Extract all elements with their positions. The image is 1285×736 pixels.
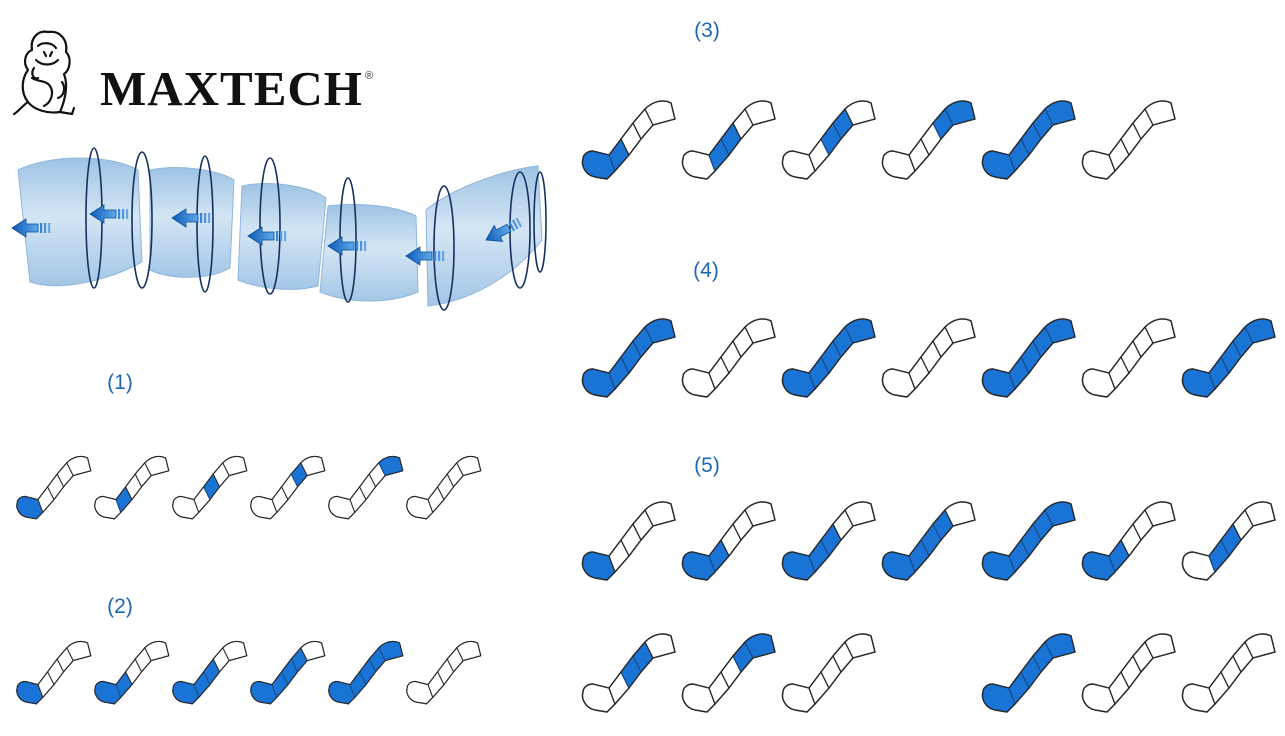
boot-outline xyxy=(881,501,976,581)
compression-flow-diagram xyxy=(11,147,547,311)
leg-boot xyxy=(581,100,676,180)
leg-boot xyxy=(681,100,776,180)
boot-outline xyxy=(781,633,876,713)
boot-outline xyxy=(1081,100,1176,180)
boot-outline xyxy=(328,455,404,520)
leg-boot xyxy=(981,318,1076,398)
cuff-segment xyxy=(149,167,235,278)
leg-boot xyxy=(328,455,404,520)
boot-outline xyxy=(94,455,170,520)
boot-outline xyxy=(1181,633,1276,713)
leg-boot xyxy=(250,640,326,705)
leg-boot xyxy=(328,640,404,705)
boot-outline xyxy=(581,501,676,581)
leg-boot xyxy=(172,455,248,520)
pattern-label-3: (3) xyxy=(694,19,720,42)
boot-outline xyxy=(406,455,482,520)
leg-boot xyxy=(1181,633,1276,713)
leg-boot xyxy=(881,318,976,398)
brand-name: MAXTECH xyxy=(100,61,363,116)
leg-boot xyxy=(16,455,92,520)
leg-boot xyxy=(681,501,776,581)
leg-boot xyxy=(1081,633,1176,713)
leg-boot xyxy=(16,640,92,705)
boot-outline xyxy=(981,100,1076,180)
leg-boot xyxy=(1081,318,1176,398)
leg-boot xyxy=(781,501,876,581)
boot-outline xyxy=(781,318,876,398)
boot-outline xyxy=(328,640,404,705)
boot-outline xyxy=(172,455,248,520)
pattern-label-2: (2) xyxy=(107,595,133,618)
leg-boot xyxy=(881,100,976,180)
boot-outline xyxy=(1181,318,1276,398)
leg-boot xyxy=(581,318,676,398)
boot-outline xyxy=(16,455,92,520)
boot-outline xyxy=(681,501,776,581)
leg-boot xyxy=(981,501,1076,581)
leg-boot xyxy=(881,501,976,581)
leg-boot xyxy=(681,318,776,398)
boot-outline xyxy=(881,318,976,398)
boot-outline xyxy=(681,100,776,180)
boot-outline xyxy=(981,633,1076,713)
boot-outline xyxy=(681,318,776,398)
boot-outline xyxy=(1181,501,1276,581)
leg-boot xyxy=(406,640,482,705)
leg-boot xyxy=(406,455,482,520)
leg-boot xyxy=(581,501,676,581)
leg-boot xyxy=(94,640,170,705)
registered-mark: ® xyxy=(365,70,374,82)
boot-outline xyxy=(581,100,676,180)
pattern-label-1: (1) xyxy=(107,371,133,394)
cuff-segment xyxy=(319,204,419,302)
boot-outline xyxy=(981,318,1076,398)
boot-outline xyxy=(781,501,876,581)
leg-boot xyxy=(1081,100,1176,180)
boot-outline xyxy=(581,633,676,713)
pressure-rings xyxy=(85,147,547,311)
pattern-label-5: (5) xyxy=(694,454,720,477)
leg-boot xyxy=(250,455,326,520)
boot-outline xyxy=(881,100,976,180)
leg-boot xyxy=(781,100,876,180)
boot-outline xyxy=(250,640,326,705)
leg-boot xyxy=(681,633,776,713)
cuff-segment xyxy=(17,157,143,287)
boot-outline xyxy=(1081,633,1176,713)
cuff-segment xyxy=(425,165,543,307)
boot-outline xyxy=(681,633,776,713)
lion-icon xyxy=(12,30,76,116)
boot-outline xyxy=(581,318,676,398)
leg-boot xyxy=(94,455,170,520)
boot-outline xyxy=(16,640,92,705)
leg-boot xyxy=(981,100,1076,180)
leg-boot xyxy=(1181,318,1276,398)
leg-boot xyxy=(781,318,876,398)
boot-outline xyxy=(1081,318,1176,398)
boot-outline xyxy=(1081,501,1176,581)
boot-outline xyxy=(981,501,1076,581)
boot-outline xyxy=(250,455,326,520)
leg-boot xyxy=(1181,501,1276,581)
leg-boot xyxy=(781,633,876,713)
boot-outline xyxy=(172,640,248,705)
leg-boot xyxy=(1081,501,1176,581)
leg-boot xyxy=(581,633,676,713)
pattern-label-4: (4) xyxy=(693,259,719,282)
boot-outline xyxy=(406,640,482,705)
leg-boot xyxy=(172,640,248,705)
leg-boot xyxy=(981,633,1076,713)
brand-logo: MAXTECH ® xyxy=(8,22,378,122)
boot-outline xyxy=(94,640,170,705)
boot-outline xyxy=(781,100,876,180)
